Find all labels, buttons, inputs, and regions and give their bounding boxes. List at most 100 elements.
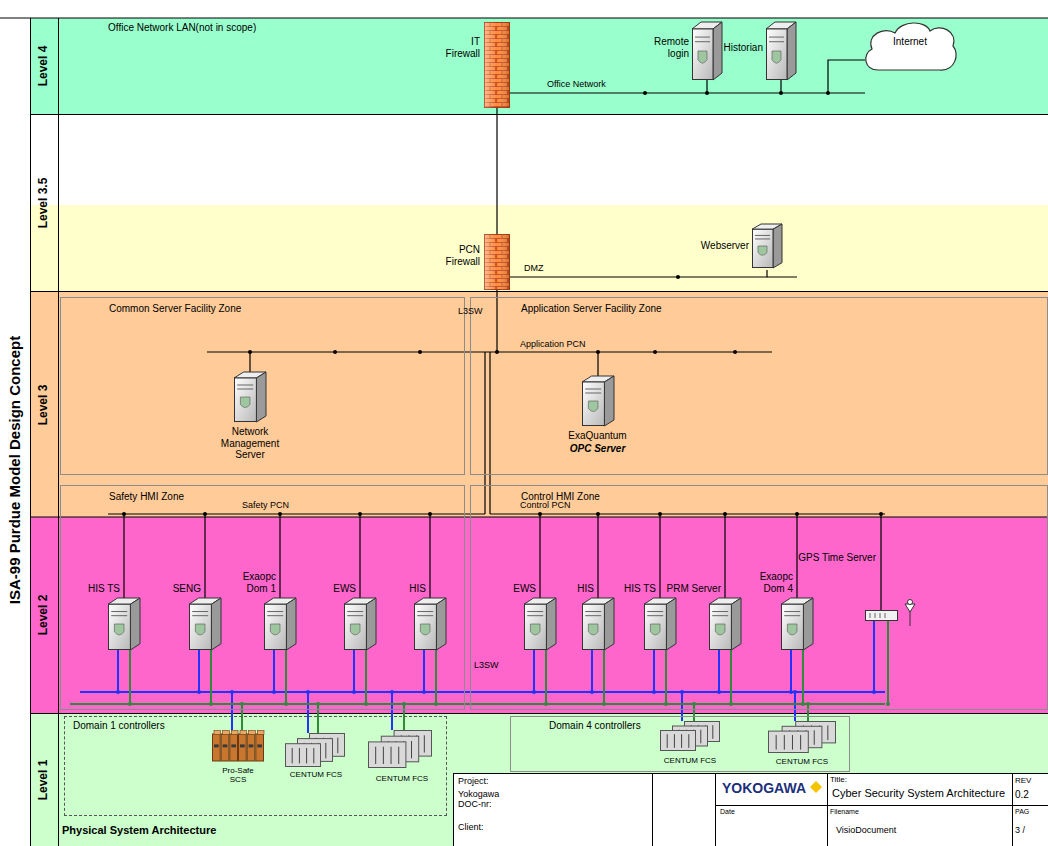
control-station: CENTUM FCS <box>280 730 352 782</box>
server-node-icon <box>585 389 601 390</box>
server-node: Exaopc Dom 1 <box>220 550 298 652</box>
gps-time-server-icon <box>908 600 913 605</box>
junction-dot <box>352 690 356 694</box>
link-label: Office Network <box>545 79 608 89</box>
safety-controller-icon <box>223 731 230 735</box>
gps-time-server-icon <box>866 611 898 621</box>
control-station-icon <box>411 741 412 758</box>
page-number: 3 / <box>1015 825 1025 835</box>
node-label: HIS <box>386 583 426 595</box>
junction-dot <box>538 512 542 516</box>
junction-dot <box>278 512 282 516</box>
server-node-icon <box>645 604 667 649</box>
junction-dot <box>692 702 696 706</box>
server-node-icon <box>350 624 360 635</box>
junction-dot <box>717 690 721 694</box>
node-label: HIS <box>554 583 594 595</box>
junction-dot <box>203 512 207 516</box>
firewall-node-icon <box>484 22 510 108</box>
server-node-icon <box>767 29 788 80</box>
node-label: CENTUM FCS <box>276 770 356 779</box>
safety-controller-icon <box>213 731 265 762</box>
server-node-icon <box>192 615 208 616</box>
server-node-icon <box>781 598 813 650</box>
firewall-node: PCN Firewall <box>440 234 510 290</box>
server-node-icon <box>114 624 124 635</box>
node-label: Application Server Facility Zone <box>521 303 821 315</box>
server-node: HIS TS <box>64 550 142 652</box>
control-station-icon <box>769 731 809 752</box>
server-node-icon <box>436 598 446 650</box>
level-band: Level 3Common Server Facility ZoneNetwor… <box>30 292 1048 517</box>
junction-dot <box>122 512 126 516</box>
level-band-fill <box>30 205 1048 291</box>
node-label: Network Management Server <box>205 426 295 461</box>
control-station-icon <box>700 730 701 744</box>
node-label: HIS TS <box>80 583 120 595</box>
server-node: PRM Server <box>665 550 743 652</box>
junction-dot <box>422 690 426 694</box>
server-node-icon <box>524 598 556 650</box>
control-station-icon <box>369 731 432 768</box>
safety-controller-icon <box>257 744 262 747</box>
junction-dot <box>793 690 797 694</box>
firewall-node: IT Firewall <box>440 22 510 108</box>
server-node-icon <box>108 598 140 650</box>
server-node-icon <box>417 611 433 612</box>
junction-dot <box>418 350 422 354</box>
control-station: CENTUM FCS <box>652 720 728 770</box>
server-node-icon <box>415 604 437 649</box>
gps-time-server-icon <box>866 600 916 627</box>
server-node-icon <box>769 37 784 38</box>
safety-controller-icon <box>240 731 247 735</box>
server-node-icon <box>417 615 433 616</box>
server-node-icon <box>192 611 208 612</box>
node-label: EWS <box>316 583 356 595</box>
control-station-icon <box>313 748 314 763</box>
server-node-icon <box>195 624 205 635</box>
node-label: PRM Server <box>663 583 721 595</box>
node-label: Common Server Facility Zone <box>109 303 409 315</box>
server-node: Network Management Server <box>205 372 295 468</box>
server-node: Historian <box>720 22 798 82</box>
safety-controller-icon <box>214 731 221 735</box>
server-node-icon <box>773 224 782 268</box>
gps-time-server-icon <box>870 613 885 618</box>
server-node-icon <box>366 598 376 650</box>
control-station-icon <box>368 730 432 768</box>
safety-controller-icon <box>223 744 228 747</box>
server-node-icon <box>582 376 614 426</box>
server-node-icon <box>752 224 782 268</box>
server-node-icon <box>211 598 221 650</box>
network-wire <box>108 80 885 610</box>
server-node-icon <box>712 611 728 612</box>
server-node: SENG <box>145 550 223 652</box>
server-node-icon <box>692 22 722 80</box>
level-band: Level 4Office Network LAN(not in scope)I… <box>30 18 1048 114</box>
title-block-field: Filename <box>830 808 859 816</box>
junction-dot <box>806 702 810 706</box>
firewall-node-icon <box>485 23 510 108</box>
junction-dot <box>402 702 406 706</box>
server-node: HIS <box>538 550 616 652</box>
server-node-icon <box>585 611 601 612</box>
node-label: Internet <box>860 36 960 48</box>
band-border <box>0 18 1048 846</box>
control-station-icon <box>383 747 384 764</box>
server-node-icon <box>109 604 131 649</box>
security-zone: Common Server Facility ZoneNetwork Manag… <box>60 297 465 475</box>
node-label: Historian <box>720 42 763 54</box>
junction-dot <box>789 690 793 694</box>
server-node-icon <box>582 598 614 650</box>
junction-dot <box>209 702 213 706</box>
level-band-fill <box>30 18 1048 114</box>
firewall-node-icon <box>485 235 510 290</box>
junction-dot <box>653 350 657 354</box>
safety-controller-icon <box>257 731 264 735</box>
control-station-icon <box>391 747 392 764</box>
server-node-icon <box>270 624 280 635</box>
server-node-icon <box>769 41 784 42</box>
server-node-icon <box>414 598 446 650</box>
